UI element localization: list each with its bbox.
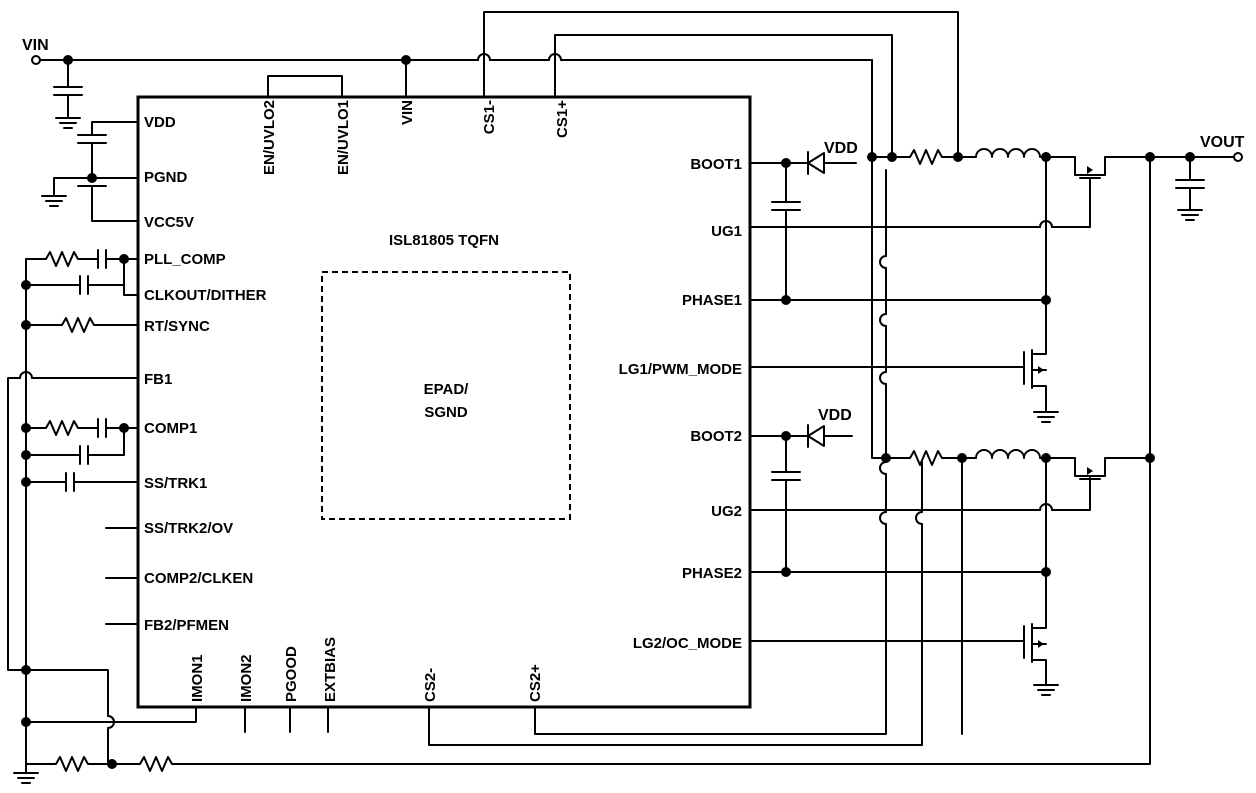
vdd-vcc5v-capacitors [41, 121, 139, 222]
pin-vin-top: VIN [399, 100, 416, 125]
pin-cs1-minus: CS1- [481, 100, 498, 134]
low-side-mosfet-1 [1023, 349, 1059, 423]
boot1-network [749, 151, 857, 301]
phase1-inductor-path [867, 148, 1076, 351]
pin-pgnd: PGND [144, 169, 188, 186]
pin-cs2-plus: CS2+ [527, 664, 544, 702]
phase2-inductor-path [871, 154, 1076, 735]
vdd-label-top: VDD [824, 140, 858, 157]
imon1-network [21, 665, 197, 727]
fb1-wire [7, 371, 139, 765]
pin-cs1-plus: CS1+ [554, 100, 571, 138]
pin-fb1: FB1 [144, 371, 172, 388]
pin-rt-sync: RT/SYNC [144, 318, 210, 335]
epad-box [321, 271, 571, 520]
unused-left-pins [105, 527, 139, 625]
pin-ug2: UG2 [711, 503, 742, 520]
vdd-label-mid: VDD [818, 407, 852, 424]
ss-trk1-capacitor [21, 472, 139, 492]
low-side-mosfet-2 [1023, 619, 1059, 696]
cs1-plus-wire [554, 34, 893, 158]
en-uvlo-jumper [267, 75, 343, 98]
high-side-mosfet-1 [1074, 156, 1151, 179]
pin-imon2: IMON2 [238, 654, 255, 702]
cs1-minus-wire [483, 11, 959, 158]
ug2-wire [749, 477, 1091, 511]
cs2-minus-wire [428, 461, 923, 746]
pin-comp1: COMP1 [144, 420, 197, 437]
vout-node [1145, 152, 1243, 162]
cs2-minus-crossover [915, 511, 923, 525]
vout-net-label: VOUT [1200, 134, 1245, 151]
output-capacitor [1175, 156, 1205, 221]
ic-body [136, 95, 752, 709]
pin-boot2: BOOT2 [690, 428, 742, 445]
pin-vcc5v: VCC5V [144, 214, 194, 231]
pin-phase1: PHASE1 [682, 292, 742, 309]
rt-sync-resistor [21, 317, 139, 333]
high-side-mosfet-2 [1074, 453, 1155, 480]
pin-ug1: UG1 [711, 223, 742, 240]
epad-label-1: EPAD/ [424, 381, 470, 398]
comp1-network [21, 418, 139, 465]
cs2-plus-crossovers [879, 255, 887, 525]
ground-symbol-left [13, 761, 39, 784]
vin-net-label: VIN [22, 37, 49, 54]
pin-boot1: BOOT1 [690, 156, 742, 173]
pin-fb2-pfmen: FB2/PFMEN [144, 617, 229, 634]
pin-comp2-clken: COMP2/CLKEN [144, 570, 253, 587]
pin-en-uvlo2: EN/UVLO2 [261, 100, 278, 175]
pin-pll-comp: PLL_COMP [144, 251, 226, 268]
bottom-pin-stubs [244, 706, 329, 733]
pin-pgood: PGOOD [283, 646, 300, 702]
pin-vdd: VDD [144, 114, 176, 131]
cs2-plus-wire [534, 169, 887, 735]
chip-name: ISL81805 TQFN [389, 232, 499, 249]
vout-feedback-divider [25, 156, 1151, 772]
epad-label-2: SGND [424, 404, 468, 421]
pin-ss-trk1: SS/TRK1 [144, 475, 207, 492]
pll-comp-network [21, 249, 139, 296]
pin-lg2-oc-mode: LG2/OC_MODE [633, 635, 742, 652]
ug1-wire [749, 177, 1091, 228]
pin-extbias: EXTBIAS [322, 637, 339, 702]
vin-rail [31, 53, 873, 156]
pin-clkout-dither: CLKOUT/DITHER [144, 287, 267, 304]
pin-imon1: IMON1 [189, 654, 206, 702]
boot2-network [749, 424, 853, 573]
pin-cs2-minus: CS2- [422, 668, 439, 702]
vin-bypass-capacitor [53, 59, 83, 129]
pin-lg1-pwm-mode: LG1/PWM_MODE [619, 361, 742, 378]
pin-en-uvlo1: EN/UVLO1 [335, 100, 352, 175]
pin-ss-trk2-ov: SS/TRK2/OV [144, 520, 233, 537]
pin-phase2: PHASE2 [682, 565, 742, 582]
